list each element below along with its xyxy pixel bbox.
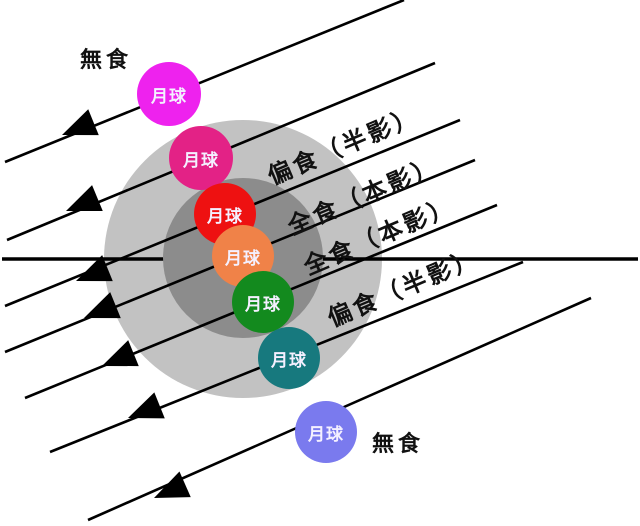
moon-label: 月球 — [207, 206, 243, 227]
arrowhead-icon — [76, 255, 113, 282]
arrowhead-icon — [66, 185, 103, 211]
moon-5-total-umbra: 月球 — [232, 271, 294, 333]
label-no-eclipse-top: 無食 — [80, 48, 133, 73]
moon-6-partial-penumbra: 月球 — [258, 327, 320, 389]
arrowhead-icon — [128, 392, 165, 419]
arrowhead-icon — [62, 109, 99, 136]
moon-label: 月球 — [183, 150, 219, 171]
moon-label: 月球 — [151, 86, 187, 107]
moon-label: 月球 — [245, 294, 281, 315]
arrowhead-icon — [84, 292, 121, 319]
label-no-eclipse-bottom: 無食 — [372, 432, 425, 457]
moon-7-no-eclipse: 月球 — [295, 401, 357, 463]
moon-label: 月球 — [225, 248, 261, 269]
moon-label: 月球 — [271, 350, 307, 371]
ray-arrowheads — [62, 109, 191, 498]
arrowhead-icon — [102, 340, 139, 367]
moon-1-no-eclipse: 月球 — [137, 62, 201, 126]
arrowhead-icon — [154, 471, 191, 498]
moon-label: 月球 — [308, 424, 344, 445]
moon-2-partial-penumbra: 月球 — [169, 126, 233, 190]
